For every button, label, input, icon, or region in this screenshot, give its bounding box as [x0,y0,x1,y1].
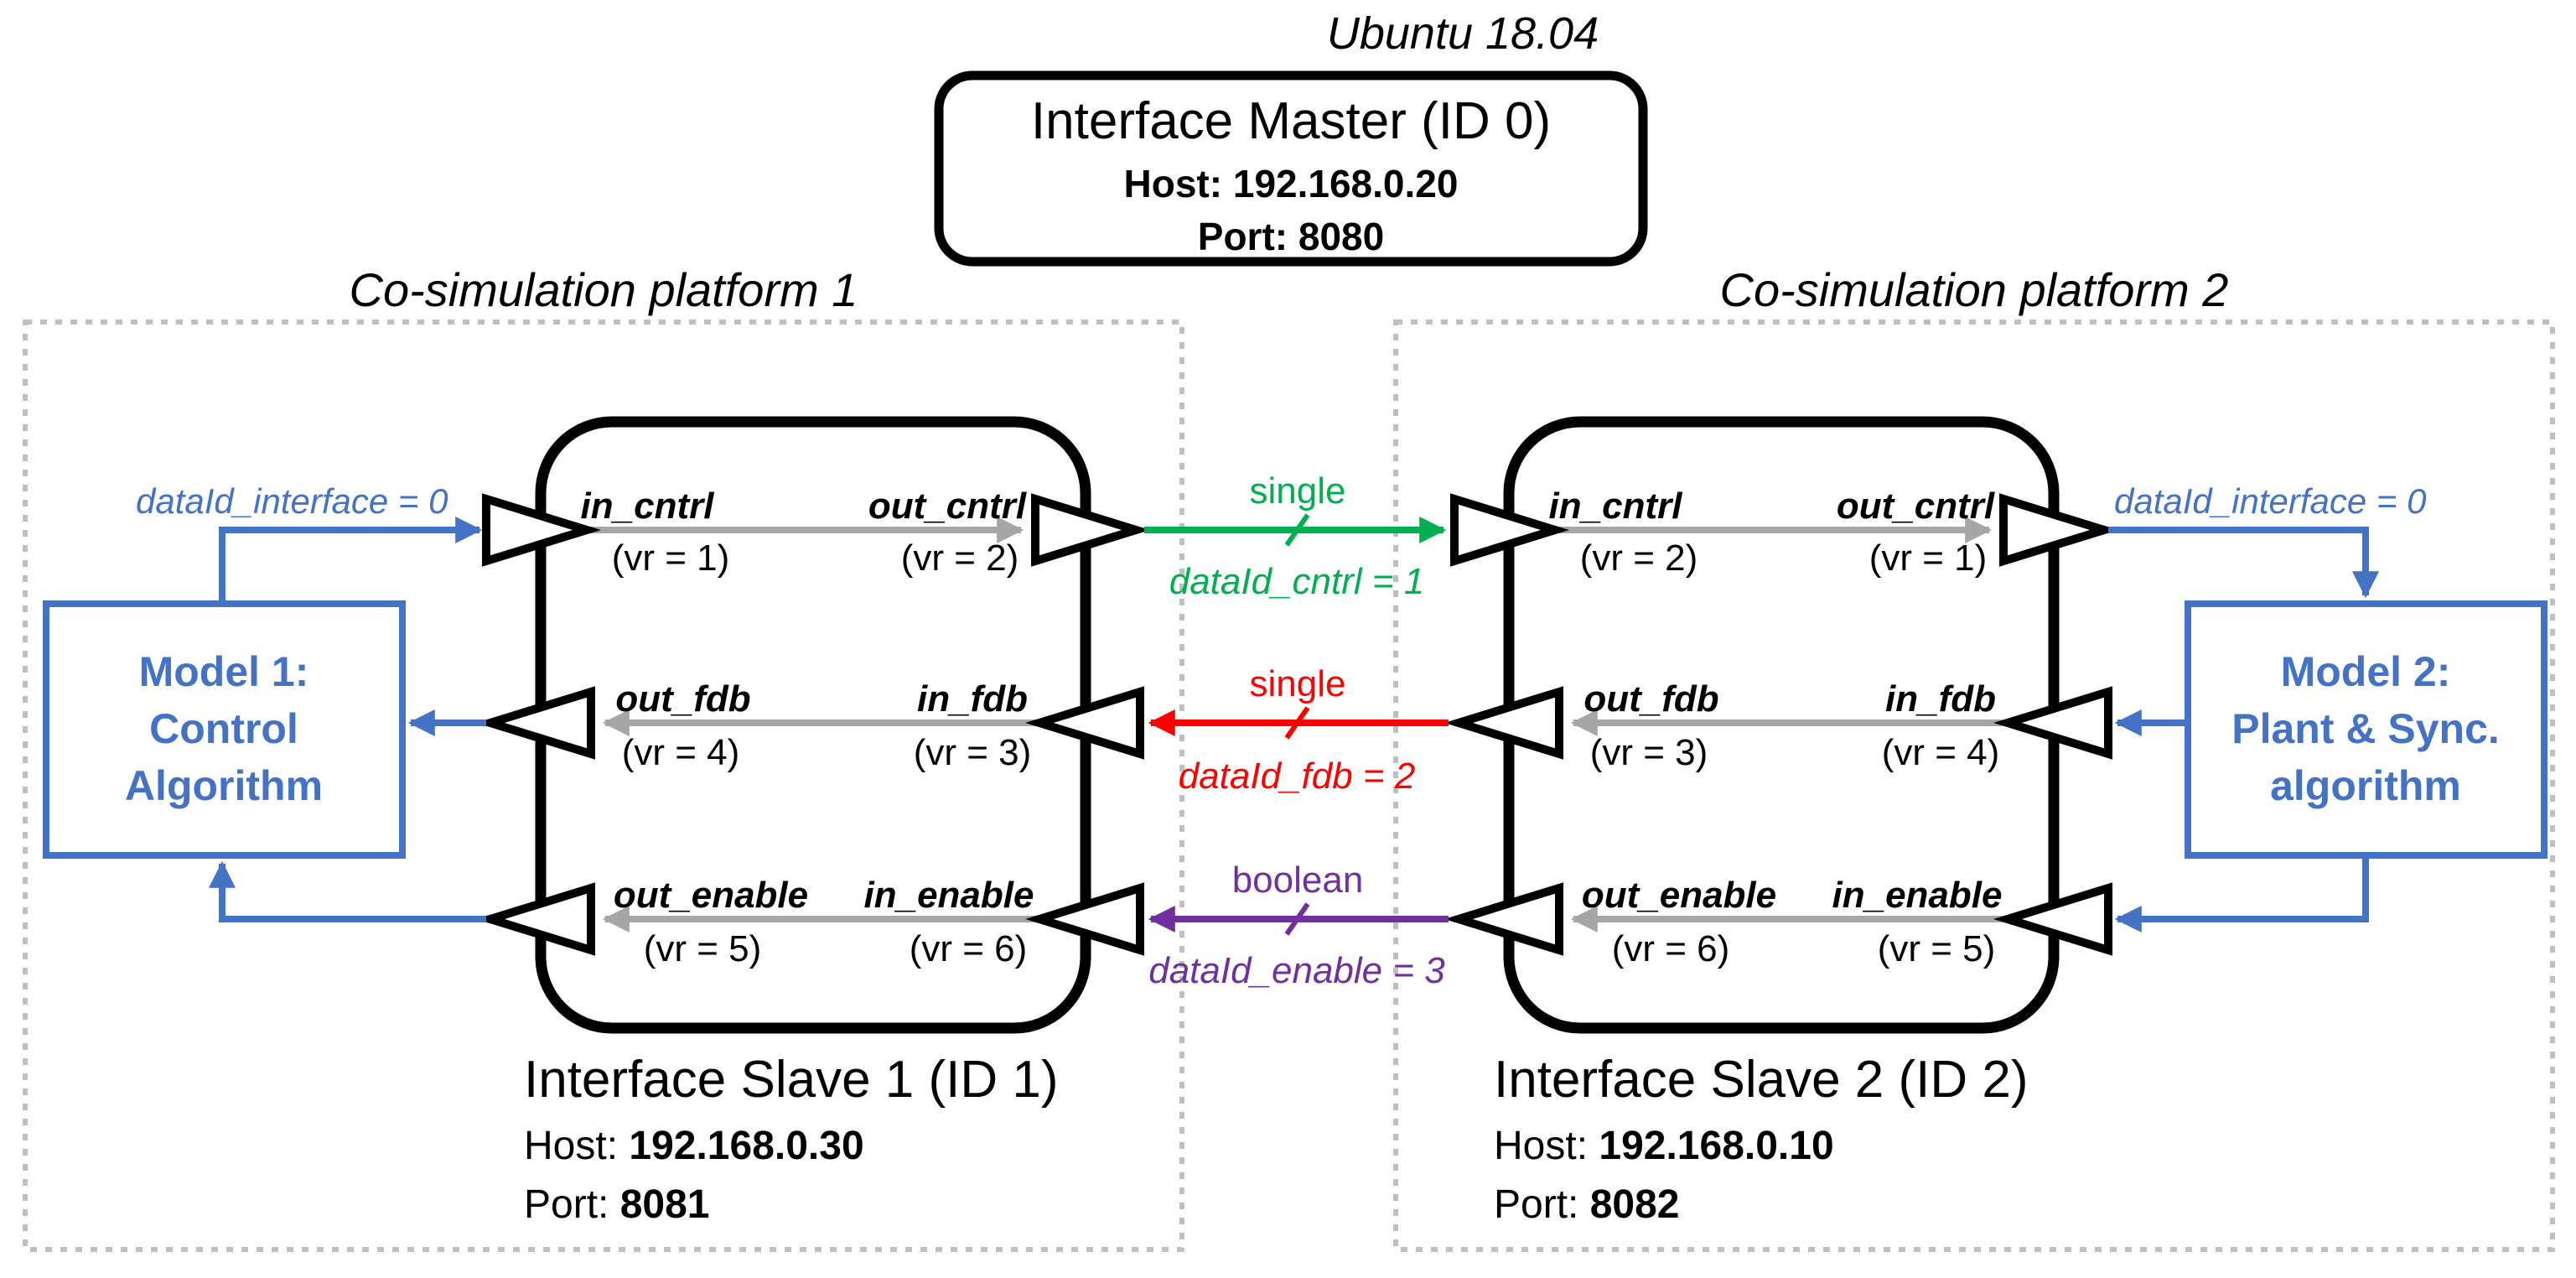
interface-slave1-port: Port: 8081 [524,1182,710,1227]
fdb-link-dataid: dataId_fdb = 2 [1179,756,1416,797]
os-label: Ubuntu 18.04 [1327,8,1599,59]
master-host-label: Host: [1124,162,1223,205]
interface-master-host: Host: 192.168.0.20 [1124,162,1459,205]
slave2-in-fdb-port [1993,686,2112,760]
slave2-out-cntrl-port [1999,493,2118,567]
out-enable-to-model1-arrow [209,860,486,922]
model2-line1: Model 2: [2281,648,2451,695]
slave1-in-cntrl-port [482,493,601,567]
model1-line1: Model 1: [139,648,309,695]
enable-link-slash [1284,902,1310,936]
slave2-out-fdb-vr: (vr = 3) [1590,732,1708,773]
interface-slave1-title: Interface Slave 1 (ID 1) [524,1051,1059,1109]
model1-line3: Algorithm [125,762,323,809]
model2-line3: algorithm [2270,762,2461,809]
interface-master-port: Port: 8080 [1198,215,1384,258]
interface-master-title: Interface Master (ID 0) [1031,92,1551,150]
slave2-in-fdb-name: in_fdb [1885,678,1996,720]
platform1-border [23,320,1184,1252]
interface-slave1-host: Host: 192.168.0.30 [524,1124,864,1168]
platform2-label: Co-simulation platform 2 [1720,263,2229,316]
slave1-in-enable-vr: (vr = 6) [910,928,1028,969]
slave1-in-cntrl-vr: (vr = 1) [612,538,730,579]
slave1-in-cntrl-name: in_cntrl [581,486,715,527]
slave2-in-enable-vr: (vr = 5) [1878,928,1996,969]
master-port-label: Port: [1198,215,1288,258]
slave1-port-value: 8081 [620,1182,710,1227]
fdb-link-type: single [1250,663,1346,704]
master-host-value: 192.168.0.20 [1233,162,1459,205]
slave2-out-fdb-port [1444,686,1563,760]
slave1-host-label: Host: [524,1124,618,1168]
slave2-port-value: 8082 [1590,1182,1680,1227]
model1-line2: Control [149,705,298,752]
fdb-link-slash [1284,706,1310,740]
enable-link-dataid: dataId_enable = 3 [1148,950,1445,991]
out-cntrl-to-model2-arrow [2108,527,2379,599]
slave1-in-fdb-vr: (vr = 3) [914,732,1032,773]
slave1-in-enable-port [1025,882,1144,956]
slave1-out-cntrl-vr: (vr = 2) [901,538,1019,579]
slave1-in-fdb-name: in_fdb [917,678,1028,720]
cntrl-link-slash [1284,513,1310,547]
slave2-host-value: 192.168.0.10 [1599,1124,1833,1168]
interface-slave2-title: Interface Slave 2 (ID 2) [1494,1051,2029,1109]
model1-box [43,600,406,859]
slave1-out-enable-name: out_enable [614,875,808,916]
slave2-in-enable-name: in_enable [1832,875,2003,916]
slave2-out-enable-name: out_enable [1582,875,1776,916]
slave2-port-label: Port: [1494,1182,1578,1227]
slave1-out-cntrl-port [1031,493,1150,567]
slave2-in-cntrl-port [1450,493,1569,567]
platform1-dataid-interface: dataId_interface = 0 [136,481,448,521]
slave2-out-cntrl-vr: (vr = 1) [1869,538,1988,579]
slave1-out-cntrl-name: out_cntrl [868,486,1027,527]
interface-slave2-port: Port: 8082 [1494,1182,1680,1227]
slave1-out-fdb-name: out_fdb [615,678,750,720]
interface-slave2-host: Host: 192.168.0.10 [1494,1124,1834,1168]
slave2-out-fdb-name: out_fdb [1583,678,1718,720]
model2-line2: Plant & Sync. [2231,705,2500,752]
interface-master-box [934,70,1648,267]
slave1-port-label: Port: [524,1182,609,1227]
slave1-in-enable-name: in_enable [864,875,1034,916]
cntrl-link-type: single [1250,470,1346,512]
slave2-in-cntrl-name: in_cntrl [1549,486,1683,527]
slave2-in-cntrl-vr: (vr = 2) [1580,538,1698,579]
platform1-label: Co-simulation platform 1 [350,263,858,316]
slave1-host-value: 192.168.0.30 [629,1124,863,1168]
slave1-out-fdb-vr: (vr = 4) [622,732,740,773]
platform2-dataid-interface: dataId_interface = 0 [2114,481,2427,521]
slave2-out-enable-port [1444,882,1563,956]
slave2-in-enable-port [1993,882,2112,956]
cntrl-link-dataid: dataId_cntrl = 1 [1169,561,1425,602]
slave2-in-fdb-vr: (vr = 4) [1882,732,2000,773]
model2-box [2185,600,2547,859]
slave2-out-enable-vr: (vr = 6) [1612,928,1730,969]
slave1-out-fdb-port [476,686,595,760]
slave2-out-cntrl-name: out_cntrl [1837,486,1995,527]
slave2-host-label: Host: [1494,1124,1588,1168]
enable-link-type: boolean [1232,860,1364,901]
model1-to-in-cntrl-arrow [219,517,483,604]
slave1-out-enable-port [476,882,595,956]
slave1-out-enable-vr: (vr = 5) [644,928,762,969]
master-port-value: 8080 [1298,215,1384,258]
slave1-in-fdb-port [1025,686,1144,760]
platform2-border [1393,320,2555,1252]
model2-to-in-enable-arrow [2114,855,2369,933]
